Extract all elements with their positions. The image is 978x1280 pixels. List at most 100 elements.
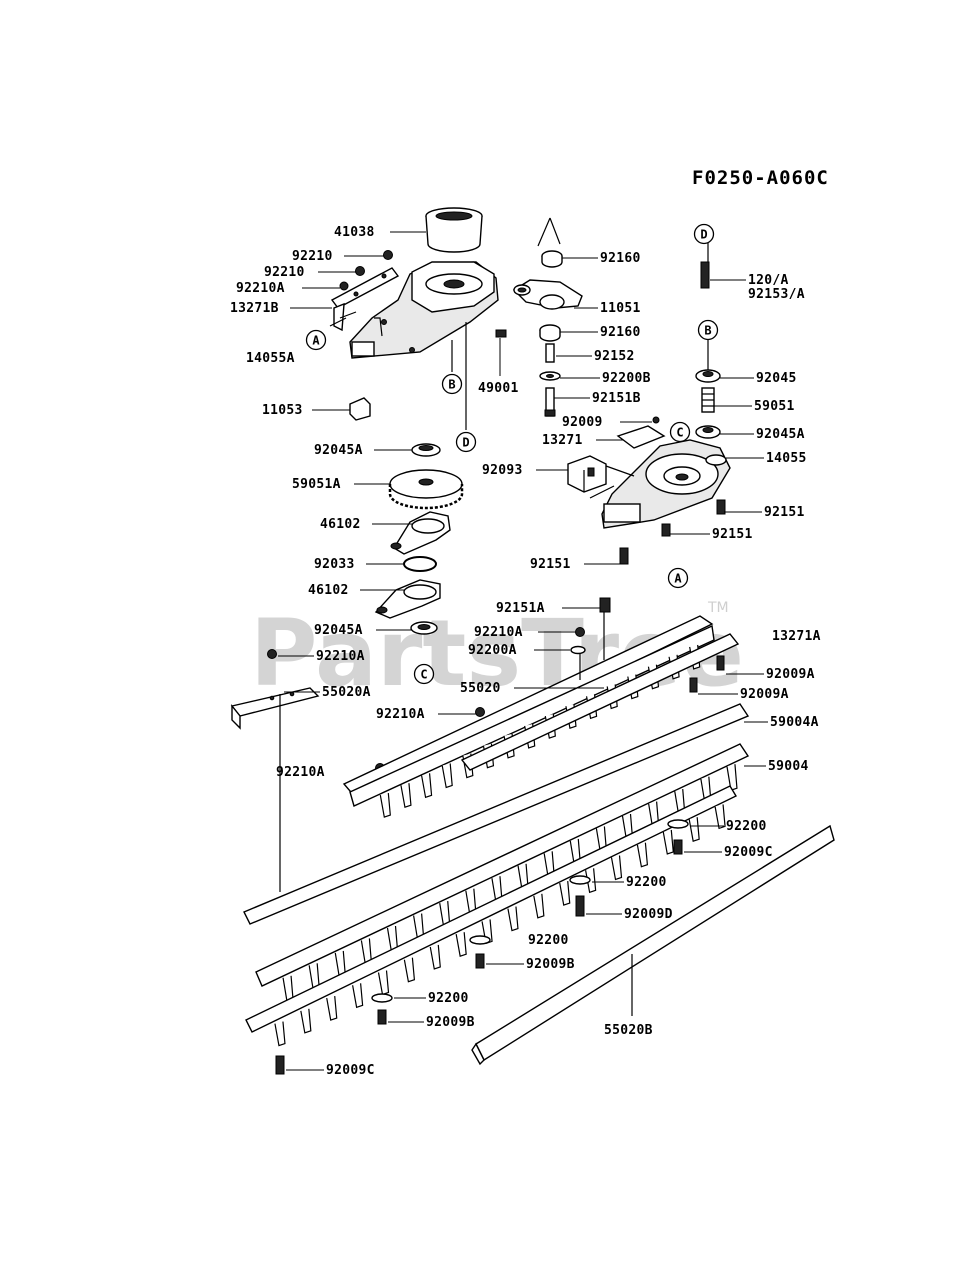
part-label: 92200	[528, 933, 569, 948]
part-label: 13271A	[772, 629, 821, 644]
part-lower-teeth	[274, 804, 726, 1047]
part-92200a-washer	[570, 645, 586, 655]
callout-d: D	[455, 431, 477, 453]
part-92210a-nut-left	[267, 649, 277, 659]
blade-tooth	[610, 855, 623, 881]
part-label: 92009	[562, 415, 603, 430]
part-label: 55020	[460, 681, 501, 696]
part-92152-pin	[545, 343, 555, 363]
blade-tooth	[533, 893, 545, 919]
callout-c: C	[669, 421, 691, 443]
blade-tooth	[688, 817, 700, 842]
assembly-lines	[279, 217, 709, 1016]
callout-letter: A	[674, 572, 682, 586]
leader-lines	[278, 231, 768, 1071]
part-92045-bearing	[695, 369, 721, 383]
part-55020-upper-blade	[342, 615, 715, 807]
blade-tooth	[326, 996, 338, 1021]
blade-tooth	[714, 804, 726, 830]
blade-tooth	[507, 906, 519, 932]
part-label: 11051	[600, 301, 641, 316]
part-label: 46102	[320, 517, 361, 532]
part-13271-plate	[616, 425, 666, 449]
part-label: 92152	[594, 349, 635, 364]
blade-tooth	[441, 763, 453, 789]
part-label: 92151	[712, 527, 753, 542]
part-59004-blade	[255, 743, 750, 987]
part-92045a-bearing	[411, 443, 441, 457]
part-label: 92009C	[724, 845, 773, 860]
part-label: 92045	[756, 371, 797, 386]
callout-letter: D	[700, 228, 707, 242]
blade-tooth	[400, 783, 412, 808]
part-label: 92009B	[526, 957, 575, 972]
part-92151-bolts	[619, 499, 726, 565]
blade-tooth	[377, 970, 390, 996]
part-label: 92210	[292, 249, 333, 264]
part-55020b-cover	[471, 824, 835, 1066]
part-label: 59004	[768, 759, 809, 774]
part-92210-nuts	[339, 250, 393, 291]
blade-tooth	[274, 1021, 286, 1047]
part-label: 92045A	[756, 427, 805, 442]
part-41038-cup	[425, 207, 483, 253]
callout-letter: D	[462, 436, 469, 450]
part-label: 59051	[754, 399, 795, 414]
part-92009-screw	[652, 416, 660, 424]
callout-letter: B	[448, 378, 455, 392]
callout-a: A	[667, 567, 689, 589]
part-55020a-bracket	[230, 687, 320, 730]
part-label: 92200A	[468, 643, 517, 658]
part-label: 92200B	[602, 371, 651, 386]
part-label: 92033	[314, 557, 355, 572]
part-46102-arm-upper	[390, 511, 451, 555]
blade-tooth	[379, 793, 391, 818]
part-label: 92200	[726, 819, 767, 834]
part-92160-cap-top	[541, 250, 563, 268]
part-label: 49001	[478, 381, 519, 396]
part-label: 14055	[766, 451, 807, 466]
part-label: 92210A	[376, 707, 425, 722]
part-92033-circlip	[403, 556, 437, 572]
part-gear-case	[349, 261, 499, 359]
part-label: 92151B	[592, 391, 641, 406]
blade-tooth	[429, 944, 441, 970]
watermark-tm: TM	[707, 600, 729, 616]
part-label: 92009C	[326, 1063, 375, 1078]
part-92151a-bolt	[599, 597, 611, 613]
part-label: 92210A	[276, 765, 325, 780]
callout-b: B	[441, 373, 463, 395]
part-label: 92151A	[496, 601, 545, 616]
part-label: 41038	[334, 225, 375, 240]
part-label: 92093	[482, 463, 523, 478]
part-label: 92009A	[740, 687, 789, 702]
part-92151b-bolt	[544, 387, 556, 417]
part-label: 92210A	[316, 649, 365, 664]
callout-letter: B	[704, 324, 711, 338]
callout-letter: A	[312, 334, 320, 348]
blade-tooth	[352, 983, 364, 1009]
callout-a: A	[305, 329, 327, 351]
part-label: 14055A	[246, 351, 295, 366]
part-13271b-plate	[330, 267, 400, 332]
blade-tooth	[559, 881, 571, 906]
part-59051-shaft	[701, 387, 715, 413]
part-label: 92200	[626, 875, 667, 890]
part-label: 92160	[600, 325, 641, 340]
part-59004a-blade	[243, 703, 750, 925]
part-label: 92210A	[236, 281, 285, 296]
part-label: 13271B	[230, 301, 279, 316]
callout-d: D	[693, 223, 715, 245]
part-92009a-screws	[689, 655, 725, 693]
blade-tooth	[420, 773, 433, 799]
part-label: 55020A	[322, 685, 371, 700]
part-label: 92045A	[314, 443, 363, 458]
blade-tooth	[726, 764, 738, 792]
part-label: 92009B	[426, 1015, 475, 1030]
part-59051a-gear	[388, 469, 464, 510]
part-92200b-washer	[539, 371, 561, 381]
part-11053-bracket	[349, 397, 371, 421]
blade-tooth	[403, 957, 416, 983]
callout-letter: C	[676, 426, 683, 440]
